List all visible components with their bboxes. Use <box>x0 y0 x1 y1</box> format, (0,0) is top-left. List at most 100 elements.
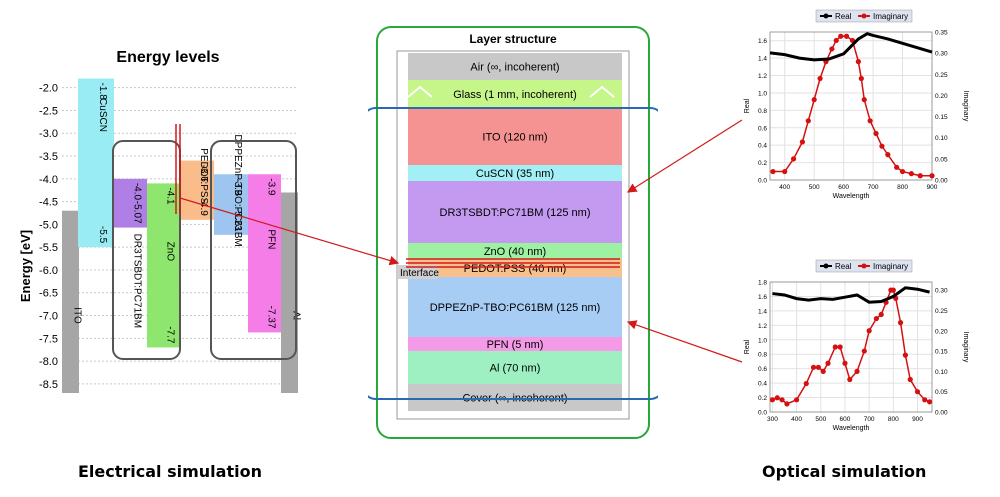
imaginary-point <box>815 364 821 370</box>
y-tick-label: 0.2 <box>758 160 767 167</box>
layer-7 <box>408 277 622 337</box>
imaginary-point <box>879 143 885 149</box>
imaginary-point <box>793 397 800 403</box>
y2-tick-label: 0.25 <box>935 72 948 79</box>
y2-tick-label: 0.35 <box>935 30 948 37</box>
imaginary-point <box>833 37 839 44</box>
real-series-line <box>772 286 930 304</box>
x-axis-label: Wavelength <box>833 425 870 432</box>
imaginary-point <box>917 173 923 179</box>
x-tick-label: 400 <box>779 184 790 191</box>
x-tick-label: 900 <box>927 184 938 191</box>
y-tick-label: 0.2 <box>758 395 767 402</box>
energy-tick-labels: -2.0-2.5-3.0-3.5-4.0-4.5-5.0-5.5-6.0-6.5… <box>39 83 58 391</box>
layer-label: Air (∞, incoherent) <box>470 62 559 74</box>
imaginary-point <box>885 152 891 158</box>
energy-top-value: -3.9 <box>266 178 277 196</box>
imaginary-point <box>861 348 867 354</box>
energy-top-value: -4.1 <box>165 187 176 205</box>
imaginary-point <box>847 376 853 383</box>
energy-layer-name: CuSCN <box>97 98 108 132</box>
energy-tick-label: -7.0 <box>39 311 58 323</box>
imaginary-point <box>842 360 848 366</box>
energy-levels-chart: Energy levels Energy [eV] -2.0-2.5-3.0-3… <box>18 49 302 393</box>
imaginary-point <box>914 389 921 395</box>
y-tick-label: 0.4 <box>758 381 767 388</box>
x-tick-label: 700 <box>864 416 875 423</box>
y-tick-label: 1.8 <box>758 280 767 287</box>
layer-label: PFN (5 nm) <box>487 339 544 351</box>
y-tick-label: 1.2 <box>758 323 767 330</box>
layer-rows: Air (∞, incoherent) Glass (1 mm, incohere… <box>408 53 622 411</box>
energy-top-value: -1.8 <box>97 83 108 101</box>
imaginary-point <box>838 33 844 39</box>
imaginary-point <box>843 33 850 39</box>
y-axis-label: Real <box>744 98 751 113</box>
energy-tick-label: -8.5 <box>39 379 58 391</box>
energy-bottom-value: -7.37 <box>266 306 277 329</box>
energy-layer-name: DPPEZnP-TBO:PC61BM <box>232 134 243 246</box>
imaginary-point <box>929 173 935 179</box>
layer-10 <box>408 384 622 411</box>
y2-tick-label: 0.15 <box>935 349 948 356</box>
layer-2 <box>408 108 622 165</box>
legend-real-label: Real <box>835 262 852 271</box>
layer-label: ITO (120 nm) <box>482 132 547 144</box>
x-tick-label: 700 <box>868 184 879 191</box>
y-tick-label: 0.8 <box>758 108 767 115</box>
imaginary-point <box>908 171 914 177</box>
legend-imag-label: Imaginary <box>873 12 908 21</box>
y-tick-label: 0.4 <box>758 143 767 150</box>
imaginary-point <box>770 168 776 175</box>
energy-bars: ITO-1.8-5.5CuSCN-4.0-5.07DR3TSBDT:PC71BM… <box>62 78 302 393</box>
energy-layer-name: PEDOT:PSS <box>198 148 209 204</box>
y2-tick-label: 0.00 <box>935 178 948 185</box>
y-tick-label: 1.2 <box>758 73 767 80</box>
imaginary-series-line <box>772 289 930 405</box>
y2-tick-label: 0.05 <box>935 156 948 163</box>
layer-label: Glass (1 mm, incoherent) <box>453 89 576 101</box>
energy-top-value: -3.6 <box>198 165 209 183</box>
energy-bottom-value: -5.07 <box>132 201 143 224</box>
energy-tick-label: -4.5 <box>39 197 58 209</box>
energy-tick-label: -7.5 <box>39 333 58 345</box>
layer-label: DR3TSBDT:PC71BM (125 nm) <box>440 207 591 219</box>
imaginary-point <box>854 368 860 374</box>
layer-3 <box>408 165 622 181</box>
imaginary-point <box>825 360 831 366</box>
imaginary-point <box>878 311 884 318</box>
y-tick-label: 1.6 <box>758 294 767 301</box>
imaginary-point <box>894 164 900 170</box>
imaginary-point <box>803 380 809 387</box>
x-tick-label: 600 <box>838 184 849 191</box>
imaginary-point <box>799 139 805 145</box>
imaginary-point <box>817 75 823 82</box>
y2-tick-label: 0.15 <box>935 114 948 121</box>
imaginary-point <box>805 118 811 124</box>
layer-5 <box>408 243 622 259</box>
y2-tick-label: 0.30 <box>935 288 948 295</box>
legend-real-label: Real <box>835 12 852 21</box>
interface-label-box <box>398 265 438 279</box>
x-tick-label: 800 <box>888 416 899 423</box>
imaginary-point <box>779 397 785 403</box>
energy-tick-label: -8.0 <box>39 356 58 368</box>
imaginary-point <box>890 287 896 293</box>
y2-tick-label: 0.20 <box>935 93 948 100</box>
y-tick-label: 0.6 <box>758 366 767 373</box>
imaginary-point <box>832 344 838 350</box>
imaginary-point <box>897 320 904 326</box>
energy-bottom-value: -5.5 <box>97 226 108 244</box>
y2-tick-label: 0.20 <box>935 328 948 335</box>
legend-imag-marker <box>861 13 867 19</box>
y-tick-label: 1.0 <box>758 90 767 97</box>
energy-bottom-value: -7.7 <box>165 326 176 344</box>
layer-4 <box>408 181 622 243</box>
legend-real-marker <box>823 13 829 19</box>
imaginary-point <box>899 168 906 175</box>
imaginary-point <box>784 401 790 407</box>
imaginary-point <box>926 399 933 405</box>
y2-tick-label: 0.10 <box>935 369 948 376</box>
